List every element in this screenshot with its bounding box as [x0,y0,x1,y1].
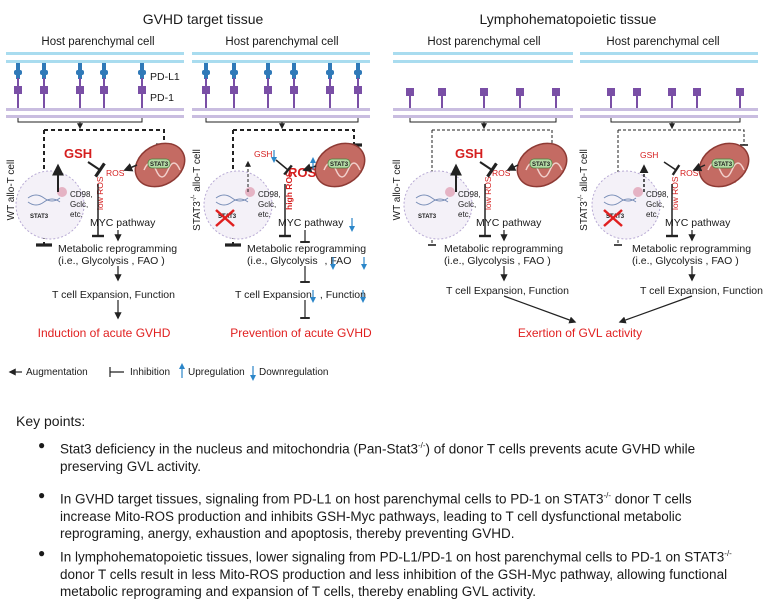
stat3-mito-1: STAT3 [150,162,169,168]
bullet-icon: ● [38,438,46,452]
ros-label-4: ROS [680,168,699,178]
t-cell-label-1: WT allo-T cell [6,160,17,221]
stat3-mito-4: STAT3 [714,162,733,168]
pathway-arrows [52,159,706,238]
metabolic-4: Metabolic reprogramming [632,243,751,255]
metabolic-1: Metabolic reprogramming [58,243,177,255]
svg-text:Gclc,: Gclc, [458,200,476,209]
gsh-label-3: GSH [455,146,483,161]
pd1-label: PD-1 [150,92,174,104]
svg-text:CD98,: CD98, [458,190,481,199]
regulation-arrows [271,150,367,303]
t-cell-label-3: WT allo-T cell [392,160,403,221]
svg-text:Gclc,: Gclc, [646,200,664,209]
header-gvhd-target-tissue: GVHD target tissue [143,11,264,27]
host-cell-label-4: Host parenchymal cell [606,36,719,48]
dna-icon [27,194,637,206]
svg-text:etc.: etc. [70,210,83,219]
myc-pathway-1: MYC pathway [90,217,156,229]
metabolic-detail-1: (i.e., Glycolysis , FAO ) [58,255,165,267]
ros-level-3: low ROS [483,176,493,210]
outcome-1: Induction of acute GVHD [38,326,171,340]
stat3-nucleus-3: STAT3 [418,214,437,220]
metabolic-detail-2: (i.e., Glycolysis , FAO [247,255,351,267]
outcome-shared: Exertion of GVL activity [518,326,642,340]
myc-pathway-2: MYC pathway [278,217,344,229]
pdl1-label: PD-L1 [150,71,180,83]
stat3-nucleus-1: STAT3 [30,214,49,220]
pd1-receptors [406,88,744,108]
expansion-1: T cell Expansion, Function [52,289,175,301]
key-point-3: ● In lymphohematopoietic tissues, lower … [38,546,732,599]
key-points-title: Key points: [16,413,86,429]
host-cell-label-2: Host parenchymal cell [225,36,338,48]
header-lymphohematopoietic-tissue: Lymphohematopoietic tissue [480,11,657,27]
gsh-label-4: GSH [640,150,658,160]
host-membrane [6,52,758,63]
stat3-mito-3: STAT3 [532,162,551,168]
gsh-label-1: GSH [64,146,92,161]
svg-text:CD98,: CD98, [646,190,669,199]
legend-inhibition: Inhibition [130,367,170,378]
myc-pathway-4: MYC pathway [665,217,731,229]
expansion-4: T cell Expansion, Function [640,285,763,297]
gsh-label-2: GSH [254,149,272,159]
metabolic-detail-4: (i.e., Glycolysis , FAO ) [632,255,739,267]
svg-text:CD98,: CD98, [258,190,281,199]
expansion-3: T cell Expansion, Function [446,285,569,297]
legend-upregulation: Upregulation [188,367,245,378]
key-points-section: Key points: ● Stat3 deficiency in the nu… [0,405,764,605]
svg-text:etc.: etc. [258,210,271,219]
legend-augmentation: Augmentation [26,367,88,378]
t-cell-label-4: STAT3-/- allo-T cell [578,149,590,231]
metabolic-detail-3: (i.e., Glycolysis , FAO ) [444,255,551,267]
outcome-2: Prevention of acute GVHD [230,326,372,340]
ros-label-3: ROS [492,168,511,178]
svg-text:Gclc,: Gclc, [258,200,276,209]
bullet-icon: ● [38,488,46,502]
key-point-1: ● Stat3 deficiency in the nucleus and mi… [38,438,696,474]
t-cell-label-2: STAT3-/- allo-T cell [191,149,203,231]
svg-text:CD98,: CD98, [70,190,93,199]
svg-text:etc.: etc. [646,210,659,219]
expansion-2: T cell Expansion, Function [235,289,366,301]
t-cell-membrane [6,108,758,118]
legend-downregulation: Downregulation [259,367,329,378]
bullet-icon: ● [38,546,46,560]
stat3-mito-2: STAT3 [330,162,349,168]
svg-text:Gclc,: Gclc, [70,200,88,209]
ros-level-2: high ROS [284,171,294,210]
pdl1-pd1-receptors [14,63,362,108]
polymerase-icon [57,187,643,197]
host-cell-label-3: Host parenchymal cell [427,36,540,48]
legend: Augmentation Inhibition Upregulation Dow… [8,363,329,381]
ros-level-4: low ROS [670,176,680,210]
metabolic-2: Metabolic reprogramming [247,243,366,255]
flow-arrows [114,230,696,324]
key-point-2: ● In GVHD target tissues, signaling from… [38,488,692,541]
target-genes: CD98, Gclc, etc. CD98, Gclc, etc. CD98, … [70,190,669,219]
host-cell-label-1: Host parenchymal cell [41,36,154,48]
ros-level-1: low ROS [95,176,105,210]
ros-label-1: ROS [106,168,125,178]
svg-text:etc.: etc. [458,210,471,219]
myc-pathway-3: MYC pathway [476,217,542,229]
metabolic-3: Metabolic reprogramming [444,243,563,255]
stat3-mito-badge [147,158,735,169]
mechanism-diagram: GVHD target tissue Lymphohematopoietic t… [6,11,763,381]
